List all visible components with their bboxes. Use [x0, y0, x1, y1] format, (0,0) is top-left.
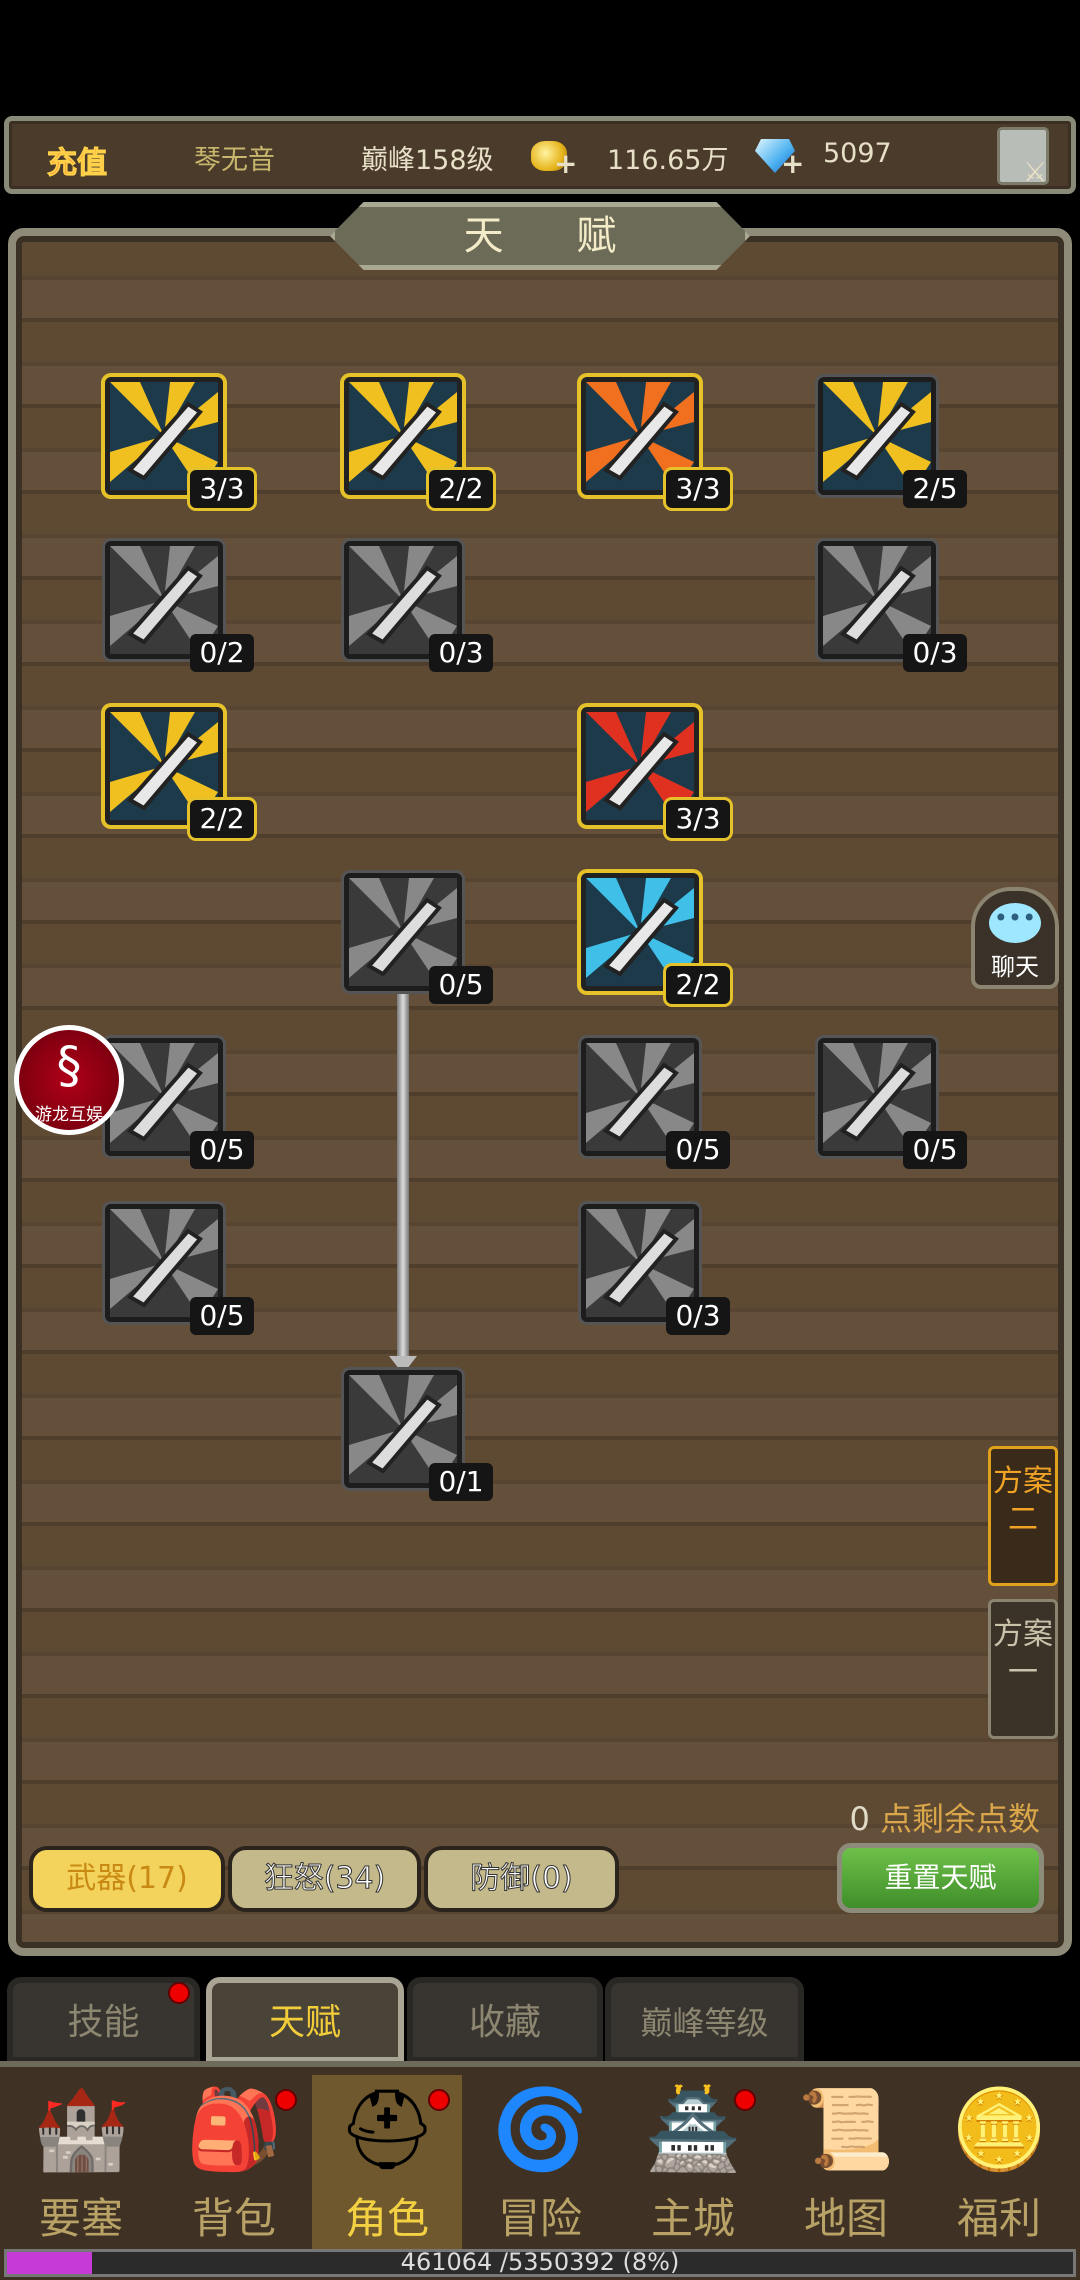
talent-level: 0/5 — [190, 1297, 254, 1335]
nav-map-scroll[interactable]: 📜 地图 — [771, 2075, 921, 2255]
plan-two-tab[interactable]: 方案二 — [988, 1446, 1058, 1586]
nav-fortress[interactable]: 🏰 要塞 — [6, 2075, 156, 2255]
bottom-navigation: 🏰 要塞🎒 背包⛑ 角色🌀 冒险🏯 主城📜 地图🪙 福利 — [0, 2061, 1080, 2280]
talent-level: 3/3 — [666, 470, 730, 508]
nav-portal[interactable]: 🌀 冒险 — [465, 2075, 615, 2255]
panel-title: 天 赋 — [330, 202, 750, 270]
tab-collection[interactable]: 收藏 — [407, 1977, 603, 2063]
talent-level: 2/5 — [903, 470, 967, 508]
nav-label: 要塞 — [38, 2194, 123, 2243]
talent-node[interactable]: 2/2 — [581, 873, 730, 1004]
points-label: 点剩余点数 — [879, 1800, 1040, 1838]
recharge-button[interactable]: 充值 — [47, 146, 108, 182]
talent-skill-icon — [349, 382, 457, 490]
nav-label: 冒险 — [497, 2194, 582, 2243]
tab-peak-level[interactable]: 巅峰等级 — [605, 1977, 804, 2063]
talent-level: 0/5 — [429, 966, 493, 1004]
add-gems-icon[interactable]: + — [781, 147, 805, 180]
chat-button[interactable]: ••• 聊天 — [971, 887, 1059, 989]
nav-helmet[interactable]: ⛑ 角色 — [312, 2075, 462, 2255]
nav-label: 角色 — [344, 2194, 429, 2243]
talent-node[interactable]: 0/3 — [818, 541, 967, 672]
category-rage[interactable]: 狂怒(34) — [228, 1846, 421, 1912]
category-defense[interactable]: 防御(0) — [424, 1846, 619, 1912]
chat-bubble-icon: ••• — [989, 903, 1041, 943]
dragon-icon: § — [56, 1036, 82, 1094]
nav-castle[interactable]: 🏯 主城 — [618, 2075, 768, 2255]
player-name: 琴无音 — [194, 145, 275, 176]
talent-level: 2/2 — [666, 966, 730, 1004]
gold-coins-icon[interactable] — [531, 141, 567, 171]
talent-node[interactable]: 0/1 — [344, 1370, 493, 1501]
talent-node[interactable]: 0/5 — [105, 1038, 254, 1169]
talent-node[interactable]: 0/5 — [105, 1204, 254, 1335]
talent-node[interactable]: 0/3 — [344, 541, 493, 672]
notification-dot — [734, 2089, 756, 2111]
portal-icon: 🌀 — [491, 2085, 589, 2175]
talent-node[interactable]: 2/2 — [344, 377, 493, 508]
talent-node[interactable]: 3/3 — [581, 377, 730, 508]
talent-node[interactable]: 0/5 — [344, 873, 493, 1004]
reset-talents-button[interactable]: 重置天赋 — [837, 1843, 1044, 1913]
points-value: 0 — [849, 1800, 870, 1838]
talent-level: 0/3 — [429, 634, 493, 672]
talent-level: 3/3 — [666, 800, 730, 838]
talent-skill-icon — [110, 1043, 218, 1151]
plan-one-tab[interactable]: 方案一 — [988, 1599, 1058, 1739]
talent-connector-arrow — [389, 985, 417, 1374]
talent-level: 2/2 — [429, 470, 493, 508]
map-scroll-icon: 📜 — [797, 2085, 895, 2175]
crossed-swords-icon: ⚔ — [1023, 157, 1048, 188]
gold-amount: 116.65万 — [607, 145, 729, 176]
talent-level: 0/5 — [903, 1131, 967, 1169]
top-status-bar: 充值 琴无音 巅峰158级 + 116.65万 + 5097 ⚔ — [4, 116, 1076, 194]
talent-node[interactable]: 0/3 — [581, 1204, 730, 1335]
talent-level: 2/2 — [190, 800, 254, 838]
backpack-icon: 🎒 — [185, 2085, 283, 2175]
tab-talents[interactable]: 天赋 — [206, 1977, 404, 2063]
nav-gong[interactable]: 🪙 福利 — [924, 2075, 1074, 2255]
nav-label: 主城 — [650, 2194, 735, 2243]
publisher-logo[interactable]: § 游龙互娱 — [14, 1025, 124, 1135]
talent-node[interactable]: 0/5 — [818, 1038, 967, 1169]
nav-label: 地图 — [803, 2194, 888, 2243]
talent-node[interactable]: 0/2 — [105, 541, 254, 672]
nav-label: 背包 — [191, 2194, 276, 2243]
talent-skill-icon — [823, 382, 931, 490]
experience-text: 461064 /5350392 (8%) — [400, 2248, 680, 2276]
castle-icon: 🏯 — [644, 2085, 742, 2175]
talent-level: 0/1 — [429, 1463, 493, 1501]
nav-backpack[interactable]: 🎒 背包 — [159, 2075, 309, 2255]
talent-node[interactable]: 2/5 — [818, 377, 967, 508]
peak-level: 巅峰158级 — [361, 145, 494, 176]
experience-fill — [7, 2252, 93, 2274]
chat-label: 聊天 — [991, 953, 1039, 981]
talent-node[interactable]: 2/2 — [105, 707, 254, 838]
experience-bar: 461064 /5350392 (8%) — [4, 2248, 1076, 2277]
talent-level: 0/3 — [903, 634, 967, 672]
fortress-icon: 🏰 — [32, 2085, 130, 2175]
talent-level: 0/5 — [190, 1131, 254, 1169]
notification-dot — [168, 1982, 190, 2004]
remaining-points: 0 点剩余点数 — [849, 1794, 1040, 1840]
talent-level: 0/5 — [666, 1131, 730, 1169]
gem-amount: 5097 — [823, 138, 892, 169]
talent-level: 0/2 — [190, 634, 254, 672]
notification-dot — [275, 2089, 297, 2111]
talent-level: 0/3 — [666, 1297, 730, 1335]
helmet-icon: ⛑ — [337, 2085, 437, 2175]
settings-button[interactable]: ⚔ — [997, 127, 1049, 188]
talent-node[interactable]: 3/3 — [105, 377, 254, 508]
talent-level: 3/3 — [190, 470, 254, 508]
gong-icon: 🪙 — [950, 2085, 1048, 2175]
talent-node[interactable]: 0/5 — [581, 1038, 730, 1169]
add-gold-icon[interactable]: + — [554, 147, 578, 180]
tab-skills[interactable]: 技能 — [7, 1977, 200, 2063]
nav-label: 福利 — [956, 2194, 1041, 2243]
category-weapon[interactable]: 武器(17) — [29, 1846, 225, 1912]
notification-dot — [428, 2089, 450, 2111]
logo-text: 游龙互娱 — [35, 1105, 103, 1125]
talent-node[interactable]: 3/3 — [581, 707, 730, 838]
